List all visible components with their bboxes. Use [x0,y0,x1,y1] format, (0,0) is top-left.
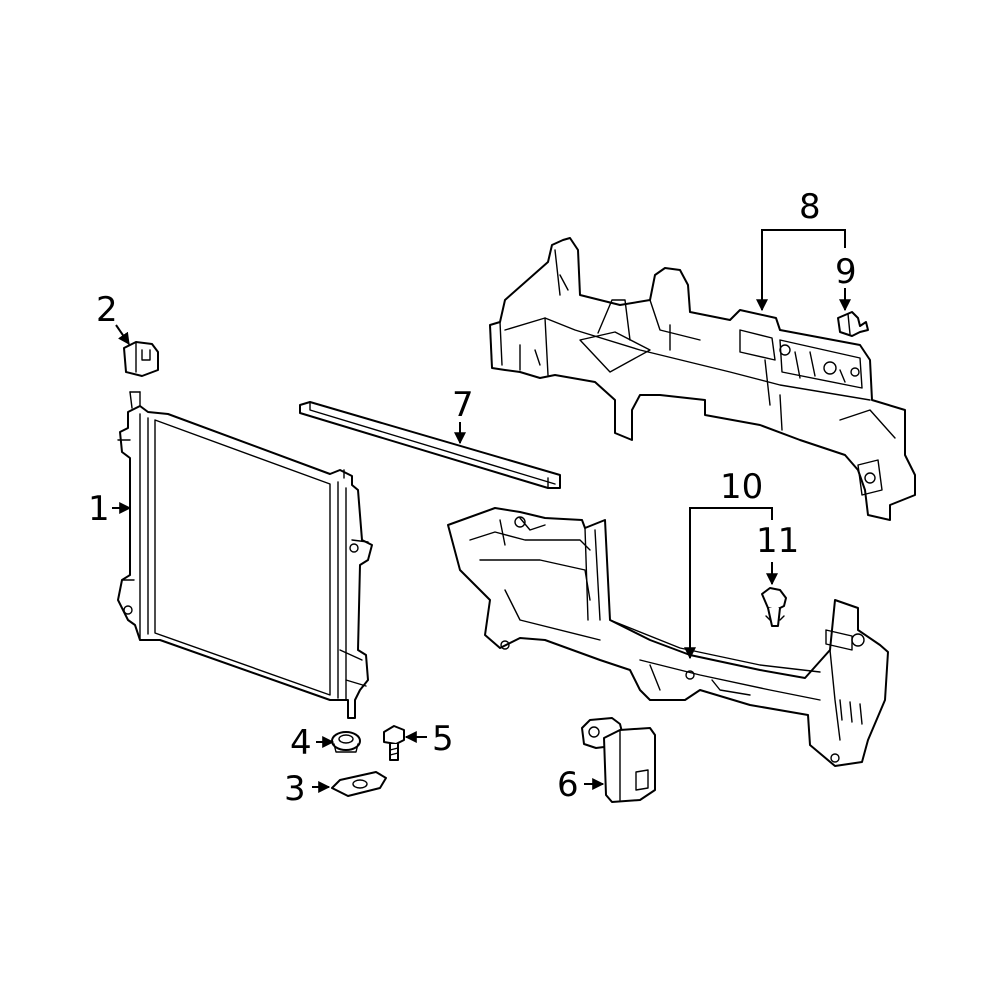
callout-2: 2 [96,290,118,330]
callout-11: 11 [756,521,799,561]
callout-5: 5 [432,719,454,759]
grommet [331,731,361,753]
lower-support-frame [447,507,889,767]
callout-6: 6 [557,765,579,805]
seal-strip [299,401,561,489]
callout-8: 8 [799,187,821,227]
sensor-switch [581,717,656,803]
callout-labels: 1 2 3 4 5 6 7 8 9 10 11 [88,187,857,809]
radiator [117,391,373,719]
callout-3: 3 [284,769,306,809]
callout-4: 4 [290,723,312,763]
callout-1: 1 [88,489,110,529]
callout-10: 10 [720,467,763,507]
leader-lines [112,229,851,793]
callout-9: 9 [835,252,857,292]
bolt [383,725,405,761]
push-retainer [761,587,787,627]
bracket-plate [331,771,387,797]
mount-insulator [123,341,159,377]
callout-7: 7 [452,385,474,425]
push-pin-clip [837,311,869,337]
upper-support-panel [489,237,916,521]
